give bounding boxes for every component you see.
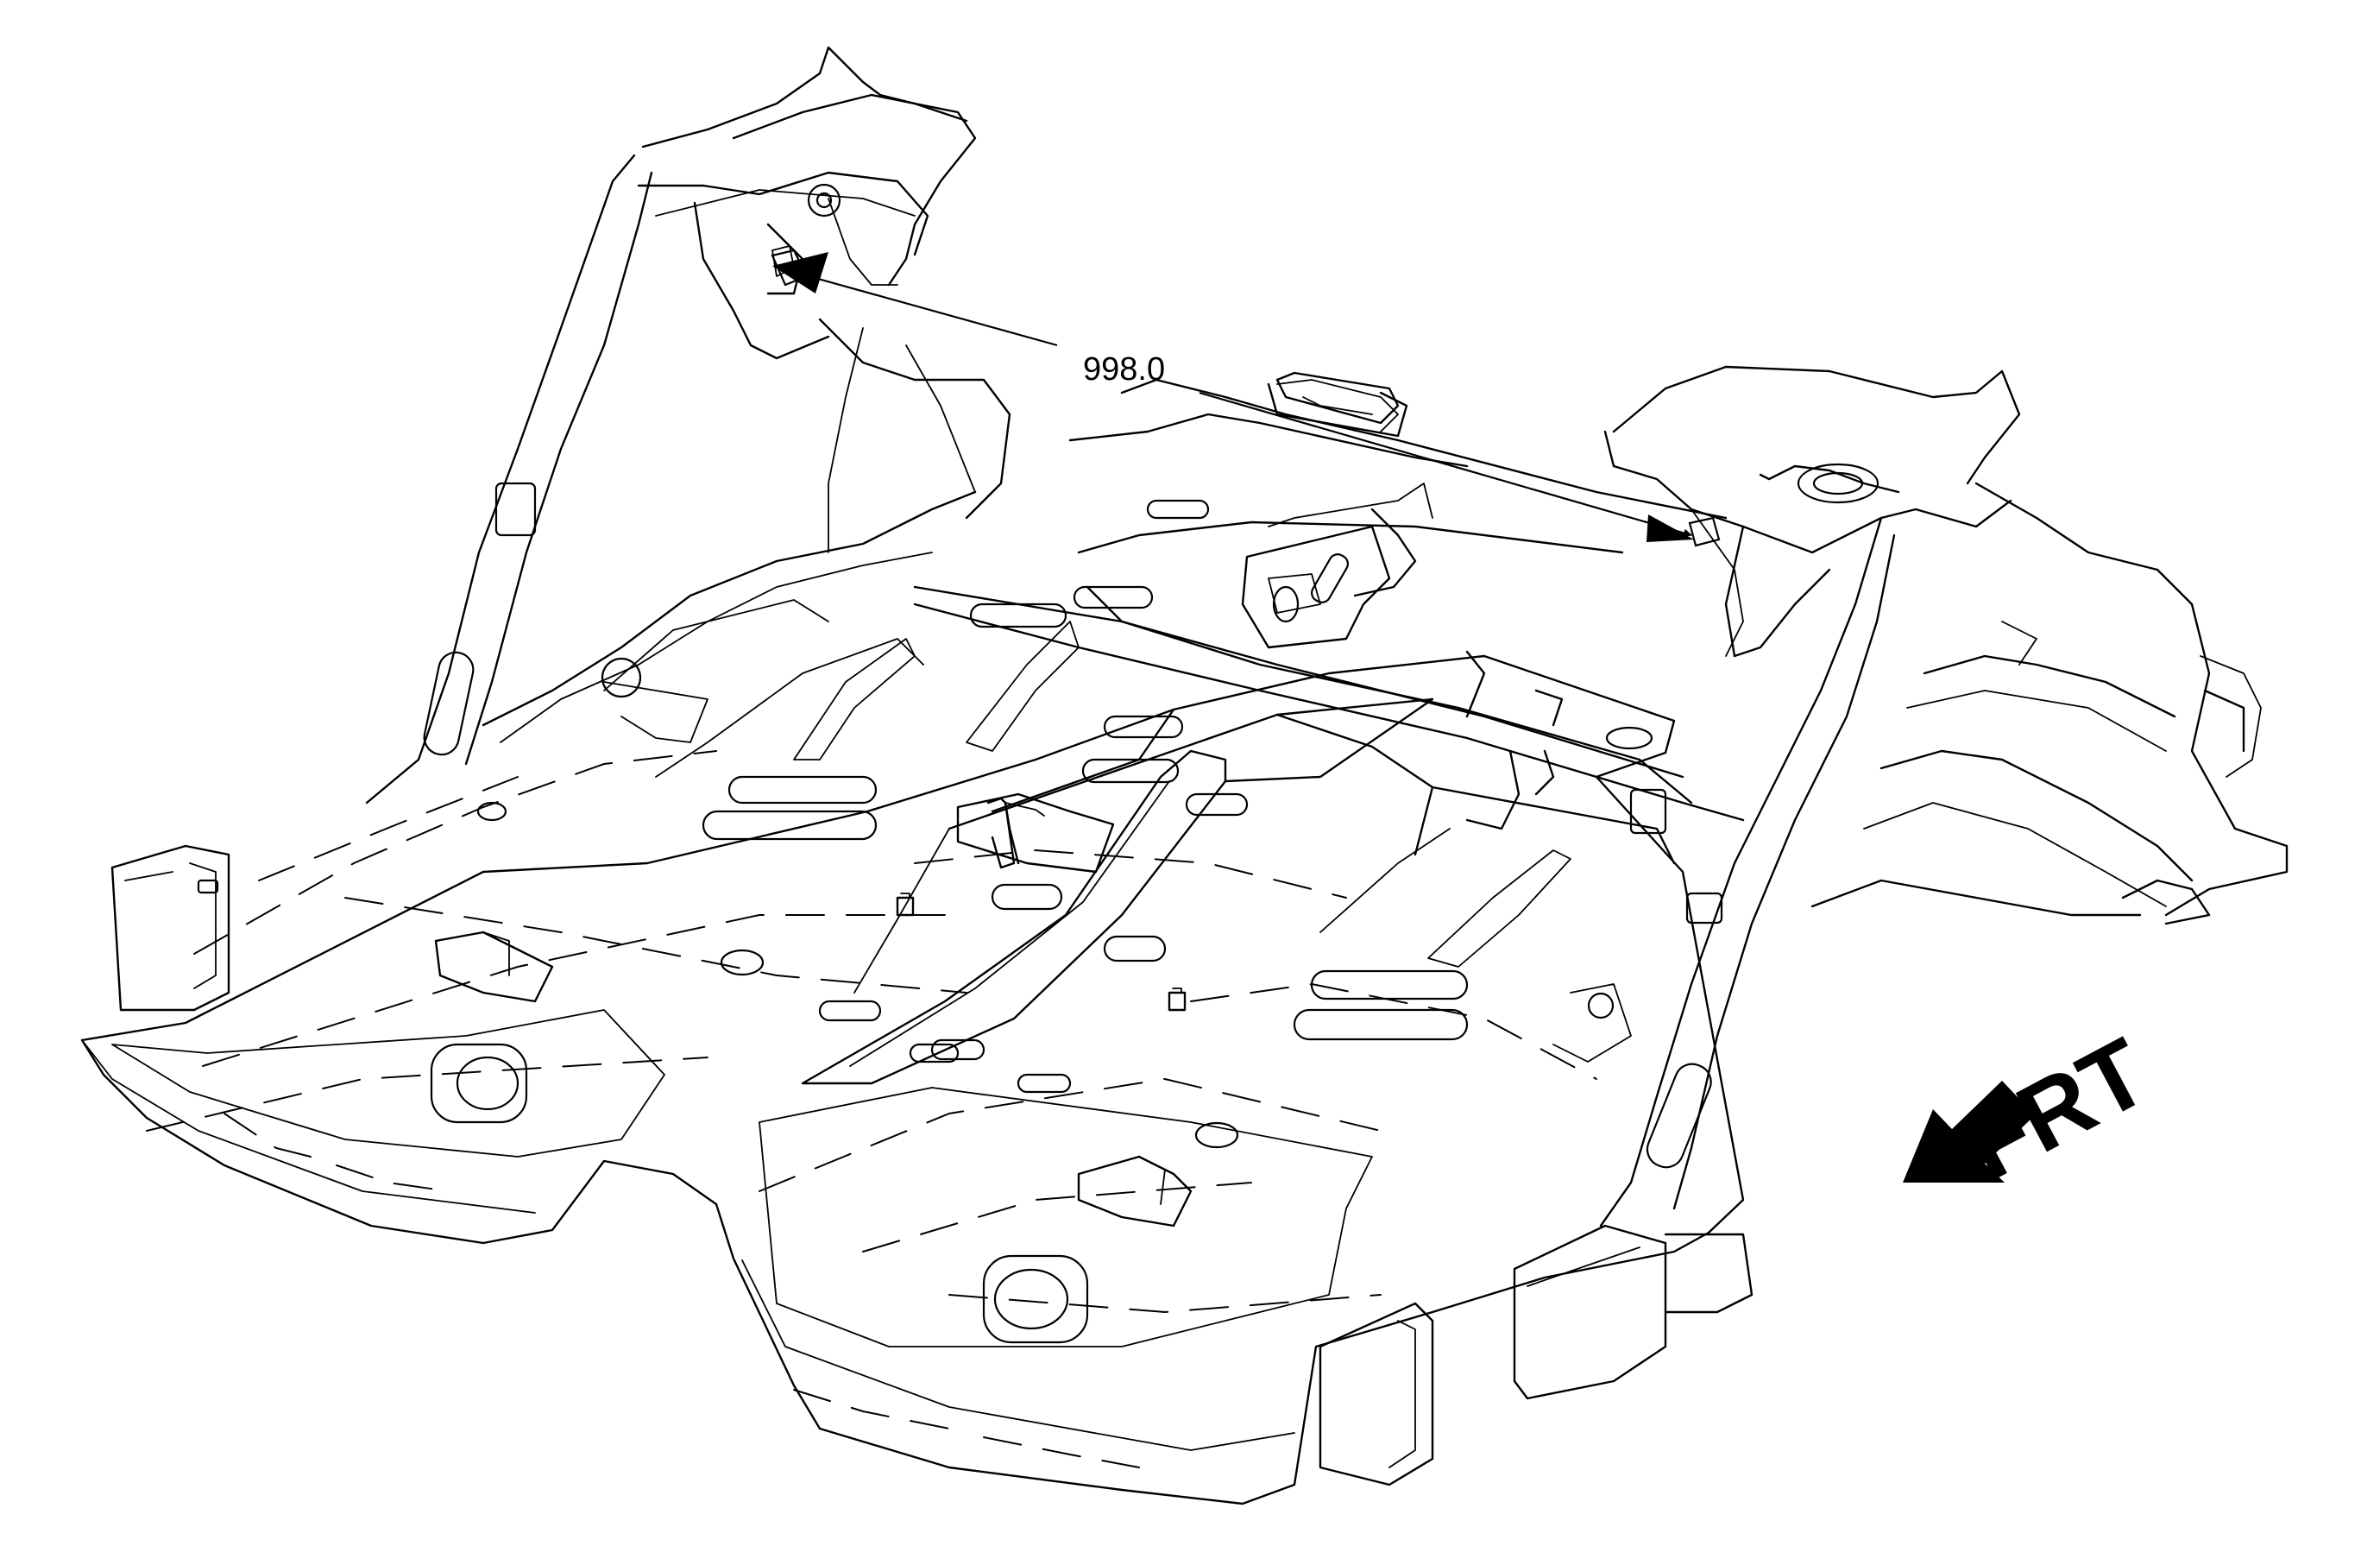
seat-belt-anchor	[956, 792, 1115, 874]
floor-slots	[430, 499, 1653, 1344]
front-direction-indicator: FRT	[1903, 1018, 2165, 1201]
dimension-line-right	[1199, 391, 1692, 538]
dimension-arrow-left	[772, 252, 828, 293]
dimension-line-left	[802, 272, 1058, 347]
front-right-bracket	[1319, 1224, 1754, 1486]
dimension-arrow-right	[1646, 514, 1694, 542]
rear-seat-pan	[913, 371, 1745, 822]
front-left-bracket	[110, 844, 230, 1012]
dimension-label: 998.0	[1083, 351, 1165, 388]
fasteners	[434, 893, 1193, 1227]
width-measurement: 998.0	[771, 249, 1721, 547]
front-arrow-icon	[1903, 1081, 2035, 1183]
tail-pan-bracket	[1267, 382, 1408, 438]
floor-pan-outline	[80, 599, 1745, 1505]
right-rear-pillar	[1353, 365, 2289, 1227]
left-rear-pillar	[365, 46, 1011, 805]
